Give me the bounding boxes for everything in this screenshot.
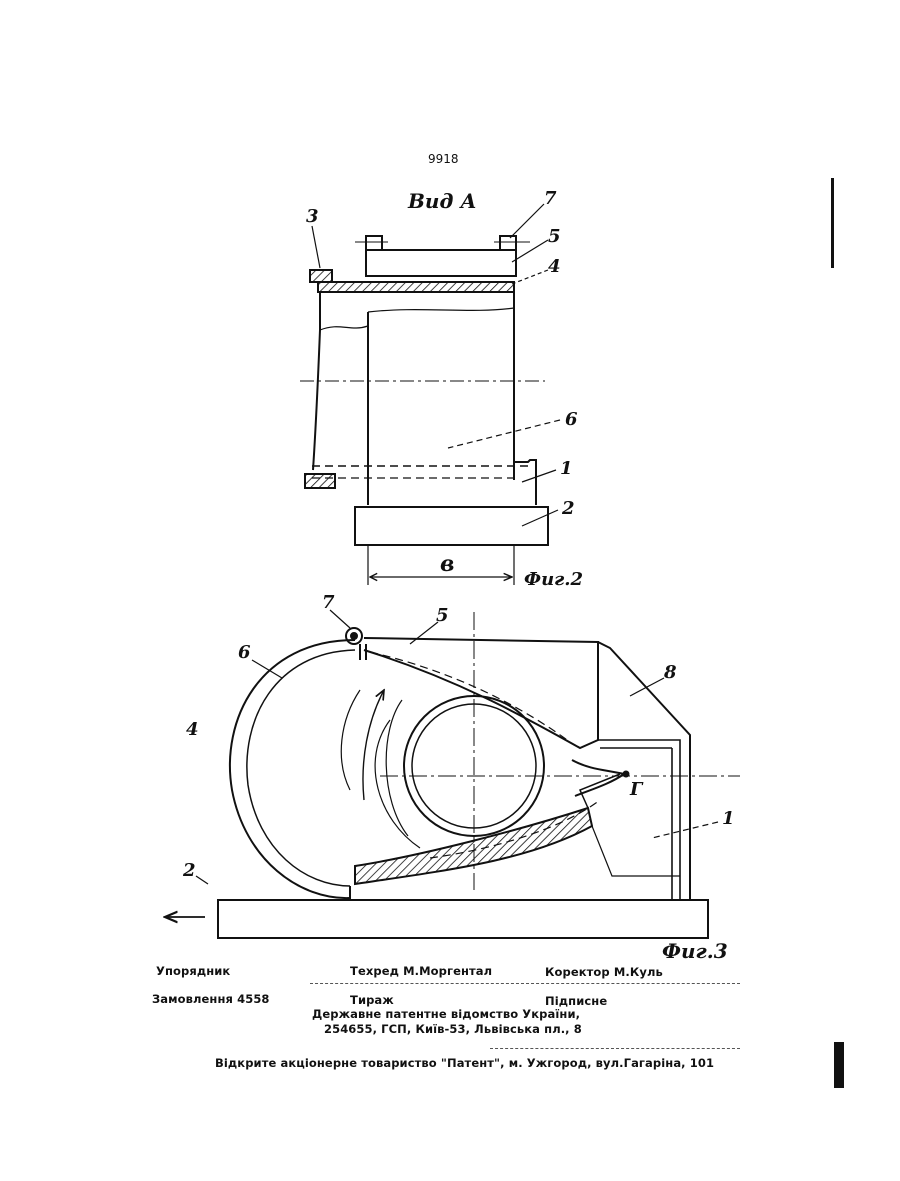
fig3-callout-4: 4 <box>186 719 199 740</box>
footer-address: 254655, ГСП, Київ-53, Львівська пл., 8 <box>324 1022 582 1036</box>
fig2-callout-7: 7 <box>544 188 557 209</box>
fig3-caption: Фиг.3 <box>662 939 728 963</box>
fig3-callout-8: 8 <box>663 662 677 683</box>
fig2-drawing <box>300 204 560 585</box>
footer-corrector: Коректор М.Куль <box>545 965 663 979</box>
footer-compiler: Упорядник <box>156 964 230 978</box>
footer-techred: Техред М.Моргентал <box>350 964 492 978</box>
fig2-caption: Фиг.2 <box>524 569 583 590</box>
scan-mark-bottom <box>834 1042 844 1088</box>
fig2-callout-3: 3 <box>306 206 319 227</box>
fig2-callout-5: 5 <box>548 226 561 247</box>
view-title: Вид А <box>407 189 477 213</box>
fig2-callout-6: 6 <box>565 409 578 430</box>
footer-rule-2 <box>490 1048 740 1049</box>
fig2-callout-4: 4 <box>548 256 561 277</box>
fig3-callout-6: 6 <box>238 642 251 663</box>
fig3-callout-2: 2 <box>182 860 196 881</box>
fig2-callout-2: 2 <box>561 498 575 519</box>
fig2-callout-1: 1 <box>560 458 573 479</box>
fig3-callout-1: 1 <box>722 808 735 829</box>
fig3-drawing <box>165 610 740 938</box>
footer-circulation: Тираж <box>350 993 394 1007</box>
footer-order: Замовлення 4558 <box>152 992 270 1006</box>
footer-subscription: Підписне <box>545 994 607 1008</box>
footer-rule-1 <box>310 983 740 984</box>
footer-office: Державне патентне відомство України, <box>312 1007 580 1021</box>
scan-mark-top <box>831 178 834 268</box>
footer-printer: Відкрите акціонерне товариство "Патент",… <box>215 1056 714 1070</box>
fig3-callout-5: 5 <box>436 605 449 626</box>
fig3-callout-7: 7 <box>322 592 335 613</box>
fig2-width-label: в <box>440 551 454 577</box>
fig3-point-label: Г <box>629 779 644 800</box>
